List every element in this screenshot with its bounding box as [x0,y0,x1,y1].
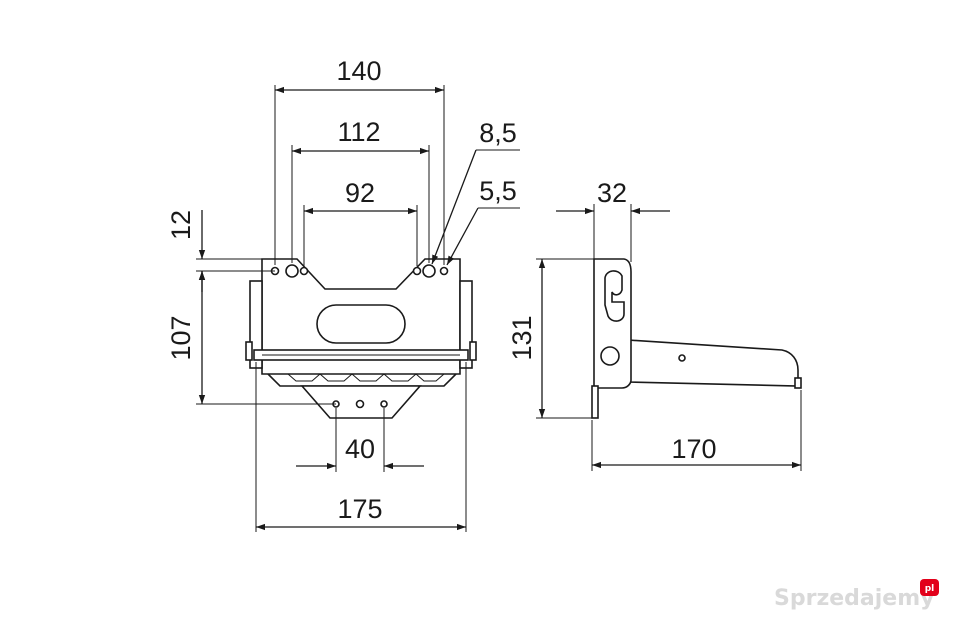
leader-8-5 [431,149,477,265]
watermark-logo: Sprzedajemy pl [774,579,939,611]
side-arm [627,339,799,387]
leader-5-5 [446,207,479,266]
dim-131: 131 [507,315,537,360]
dim-92: 92 [345,178,375,208]
bracket-hole-right [380,400,388,408]
side-round-hole [600,346,620,366]
side-dimensions: 32 131 170 [507,178,802,471]
front-dimensions: 140 112 92 8,5 5,5 12 107 40 [166,56,520,532]
dim-32: 32 [597,178,627,208]
dim-40: 40 [345,434,375,464]
watermark-badge [920,579,939,596]
bracket-hole-center [355,399,365,409]
hook-slot [604,270,625,322]
dim-175: 175 [337,494,382,524]
dim-8-5: 8,5 [479,118,517,148]
dim-5-5: 5,5 [479,176,517,206]
right-tab [469,341,477,361]
watermark-badge-text: pl [925,584,935,594]
dim-12: 12 [166,210,196,240]
arm-hole [678,354,686,362]
bottom-tab [591,385,599,419]
hole-left-inner [299,266,309,276]
oval-slot [316,304,406,344]
arm-pin [794,377,802,389]
hole-right-small [439,266,449,276]
hole-left-large [285,264,299,278]
dim-107: 107 [166,315,196,360]
watermark-brand: Sprzedajemy [774,586,935,611]
left-tab [245,341,253,361]
dim-112: 112 [337,117,380,147]
hole-right-inner [412,266,422,276]
dim-170: 170 [671,434,716,464]
dim-140: 140 [336,56,381,86]
hole-right-large [422,264,436,278]
side-view [591,258,802,419]
front-view [245,258,477,419]
step-tray [267,373,457,387]
